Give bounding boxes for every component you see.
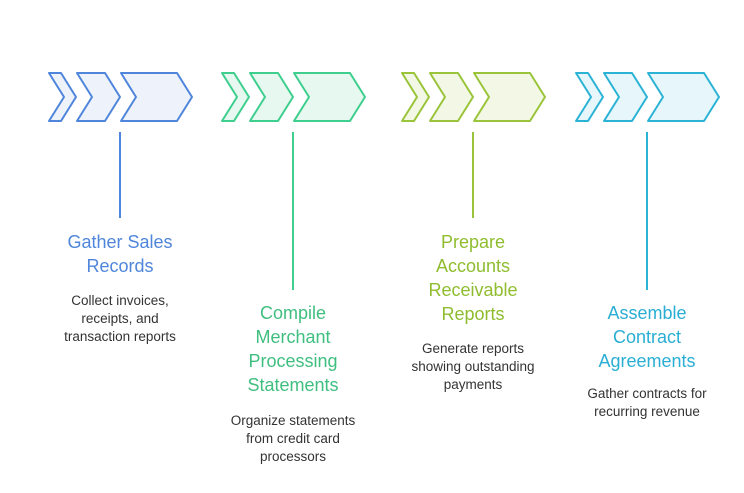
step-2: Compile Merchant Processing Statements O…	[200, 0, 386, 493]
small-chevron-2	[76, 72, 121, 122]
chevron-arrows-icon	[48, 72, 193, 122]
step-title: Gather Sales Records	[67, 232, 173, 276]
step-3: Prepare Accounts Receivable Reports Gene…	[380, 0, 566, 493]
small-chevron-2	[249, 72, 294, 122]
large-chevron	[293, 72, 366, 122]
step-title: Assemble Contract Agreements	[598, 303, 696, 371]
large-chevron	[647, 72, 720, 122]
step-description: Organize statements from credit card pro…	[230, 413, 356, 464]
small-chevron-1	[401, 72, 430, 122]
small-chevron-2	[603, 72, 648, 122]
step-description: Generate reports showing outstanding pay…	[411, 341, 535, 392]
chevron-arrows-icon	[575, 72, 720, 122]
large-chevron	[120, 72, 193, 122]
connector-line	[646, 132, 648, 290]
small-chevron-2	[429, 72, 474, 122]
step-1: Gather Sales Records Collect invoices, r…	[27, 0, 213, 493]
connector-line	[472, 132, 474, 218]
large-chevron	[473, 72, 546, 122]
connector-line	[292, 132, 294, 290]
small-chevron-1	[48, 72, 77, 122]
step-title: Prepare Accounts Receivable Reports	[428, 232, 518, 324]
chevron-arrows-icon	[401, 72, 546, 122]
small-chevron-1	[221, 72, 250, 122]
step-description: Collect invoices, receipts, and transact…	[64, 293, 176, 344]
small-chevron-1	[575, 72, 604, 122]
step-description: Gather contracts for recurring revenue	[587, 386, 707, 419]
connector-line	[119, 132, 121, 218]
chevron-arrows-icon	[221, 72, 366, 122]
step-4: Assemble Contract Agreements Gather cont…	[554, 0, 740, 493]
step-title: Compile Merchant Processing Statements	[247, 303, 339, 395]
